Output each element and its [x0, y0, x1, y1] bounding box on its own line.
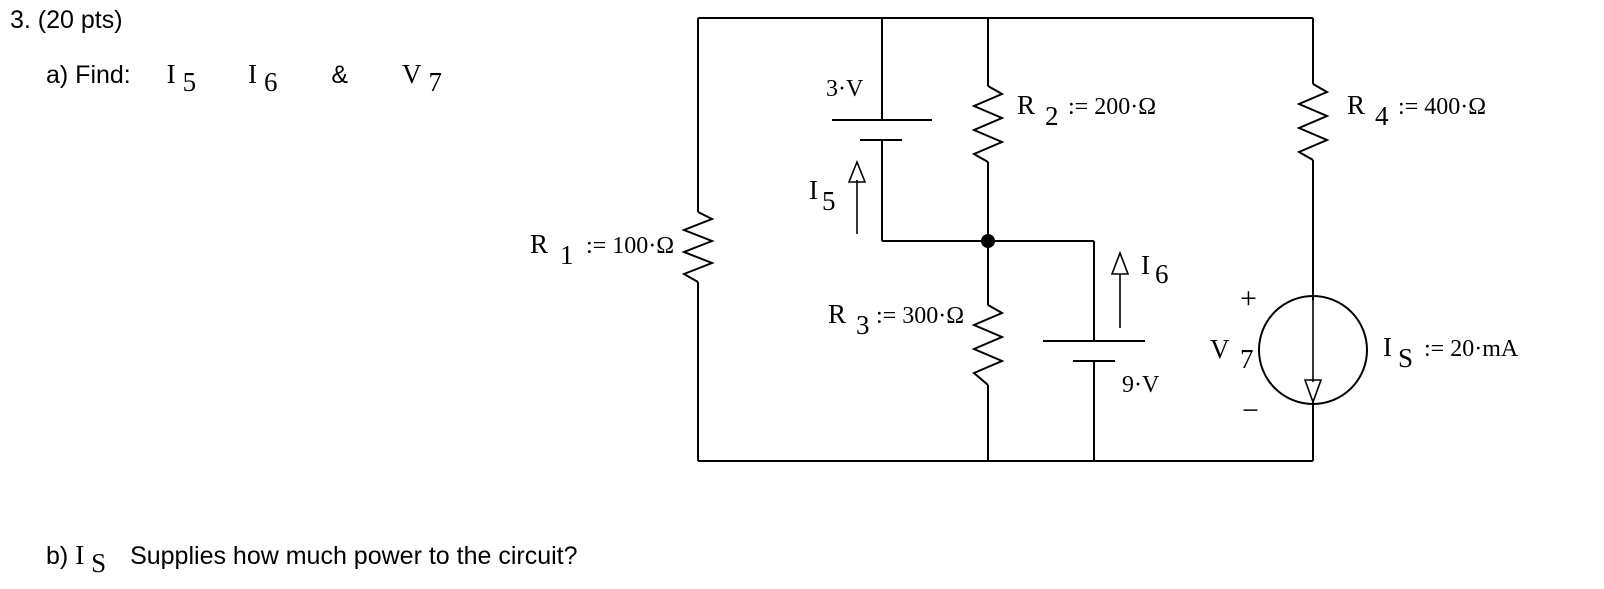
is-label-symbol: I: [1383, 332, 1392, 362]
unknown-v7-symbol: V: [401, 59, 422, 89]
current-source-arrow-head: [1303, 379, 1323, 405]
r1-label-value: := 100·Ω: [586, 233, 674, 259]
r3-branch: [971, 241, 1005, 461]
part-a-prompt: a) Find: I 5 I 6 & V 7: [46, 59, 442, 97]
i6-label-sub: 6: [1155, 259, 1169, 289]
r2-label-sub: 2: [1045, 101, 1059, 131]
i5-label-sub: 5: [822, 186, 836, 216]
ampersand: &: [331, 61, 349, 89]
part-b-prompt: b) I S Supplies how much power to the ci…: [46, 540, 578, 578]
r4-label-value: := 400·Ω: [1398, 94, 1486, 120]
unknown-i6-sub: 6: [263, 67, 278, 97]
r3-resistor: [971, 304, 1005, 386]
unknown-i6-symbol: I: [248, 59, 258, 89]
r4-label-sub: 4: [1375, 101, 1389, 131]
r4-label-symbol: R: [1347, 90, 1365, 120]
r2-resistor: [971, 85, 1005, 163]
i5-label-symbol: I: [809, 175, 818, 205]
r2-label-symbol: R: [1017, 90, 1035, 120]
question-number: 3. (20 pts): [10, 6, 123, 34]
r1-label-symbol: R: [530, 229, 548, 259]
i5-arrow-head: [847, 159, 867, 183]
i6-arrow: [1110, 250, 1130, 328]
r3-label-symbol: R: [828, 299, 846, 329]
i5-arrow: [847, 159, 867, 234]
outer-wires: [697, 17, 1314, 462]
part-b-is-sub: S: [91, 548, 107, 578]
part-a-prefix: a) Find:: [46, 61, 131, 89]
battery-3v-branch: [832, 18, 988, 242]
battery-3v-label: 3·V: [826, 76, 864, 102]
part-b-is-symbol: I: [75, 540, 85, 570]
r3-label-value: := 300·Ω: [876, 303, 964, 329]
v7-plus-label: +: [1240, 282, 1257, 315]
v7-minus-label: −: [1242, 394, 1259, 427]
current-source: [1258, 295, 1368, 405]
unknown-i5-sub: 5: [182, 67, 197, 97]
r2-branch: [971, 18, 1005, 241]
unknown-i5-symbol: I: [166, 59, 176, 89]
i6-arrow-head: [1110, 250, 1130, 275]
r4-resistor: [1296, 83, 1330, 161]
is-label-value: := 20·mA: [1424, 336, 1519, 362]
v7-label-sub: 7: [1240, 344, 1254, 374]
r3-label-sub: 3: [856, 310, 870, 340]
v7-label-symbol: V: [1210, 334, 1230, 364]
is-label-sub: S: [1398, 343, 1413, 373]
r1-label-sub: 1: [560, 240, 574, 270]
r1-resistor: [681, 211, 715, 283]
battery-9v-branch: [988, 240, 1145, 461]
unknown-v7-sub: 7: [428, 67, 442, 97]
part-b-prefix: b): [46, 542, 69, 570]
part-b-text: Supplies how much power to the circuit?: [130, 542, 578, 570]
r2-label-value: := 200·Ω: [1068, 94, 1156, 120]
i6-label-symbol: I: [1141, 250, 1150, 280]
battery-9v-label: 9·V: [1122, 372, 1160, 398]
